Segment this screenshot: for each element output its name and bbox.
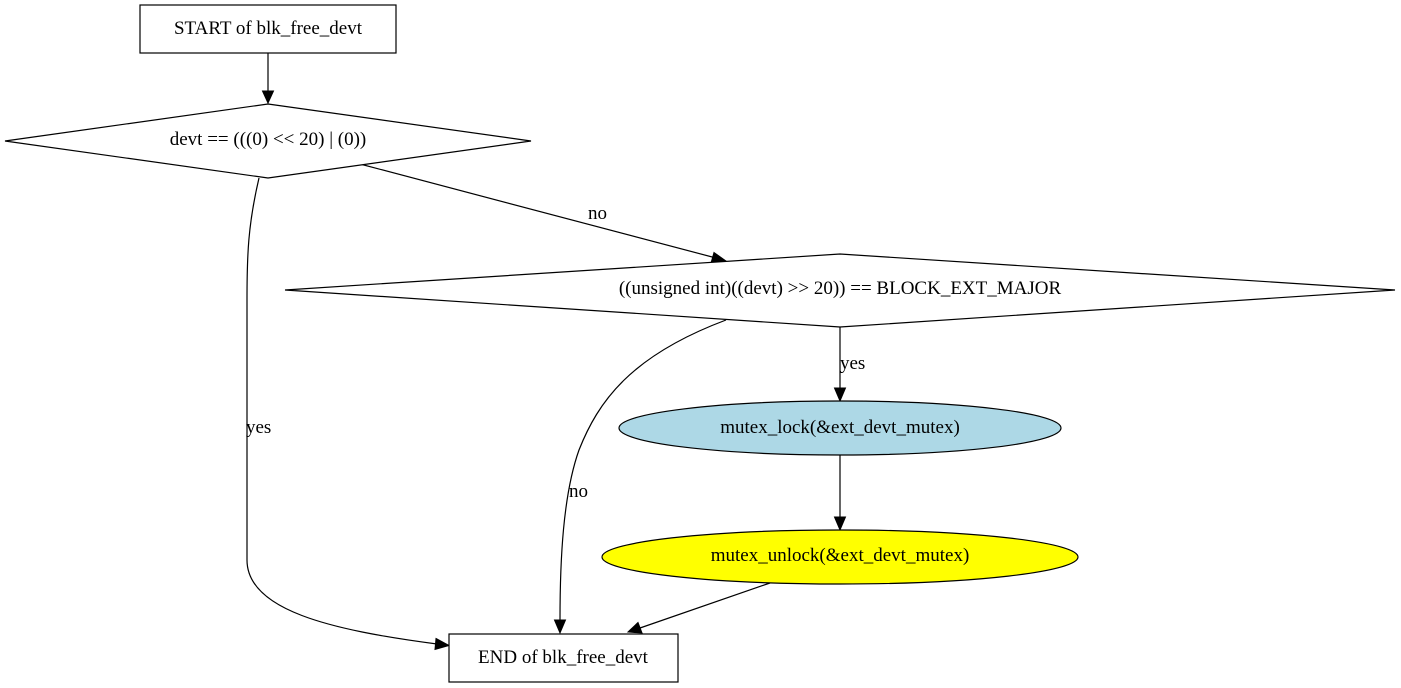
edge-label-yes: yes: [246, 417, 271, 438]
edge-start-to-devt-check: [261, 53, 275, 105]
decision-devt-zero: devt == (((0) << 20) | (0)): [4, 103, 532, 179]
edge-lock-to-unlock: [833, 455, 847, 532]
decision-block-ext-major-label: ((unsigned int)((devt) >> 20)) == BLOCK_…: [619, 278, 1062, 299]
edge-major-check-yes: yes: [833, 327, 865, 403]
mutex-lock-node: mutex_lock(&ext_devt_mutex): [618, 400, 1062, 456]
end-node: END of blk_free_devt: [448, 633, 679, 683]
mutex-unlock-ellipse: [601, 529, 1079, 585]
mutex-unlock-node: mutex_unlock(&ext_devt_mutex): [601, 529, 1079, 585]
start-node: START of blk_free_devt: [139, 4, 397, 54]
mutex-lock-ellipse: [618, 400, 1062, 456]
mutex-unlock-label: mutex_unlock(&ext_devt_mutex): [711, 545, 970, 566]
edge-devt-check-no: no: [359, 163, 728, 264]
end-node-label: END of blk_free_devt: [478, 647, 649, 668]
decision-devt-zero-label: devt == (((0) << 20) | (0)): [170, 129, 367, 150]
mutex-lock-label: mutex_lock(&ext_devt_mutex): [720, 417, 960, 438]
start-node-label: START of blk_free_devt: [174, 18, 363, 39]
edge-unlock-to-end: [626, 582, 771, 634]
edge-label-yes: yes: [840, 353, 865, 374]
edge-label-no: no: [588, 203, 607, 224]
edge-devt-check-yes: yes: [246, 177, 451, 651]
edge-major-check-no: no: [553, 319, 727, 635]
edge-label-no: no: [569, 481, 588, 502]
decision-block-ext-major: ((unsigned int)((devt) >> 20)) == BLOCK_…: [284, 253, 1396, 328]
